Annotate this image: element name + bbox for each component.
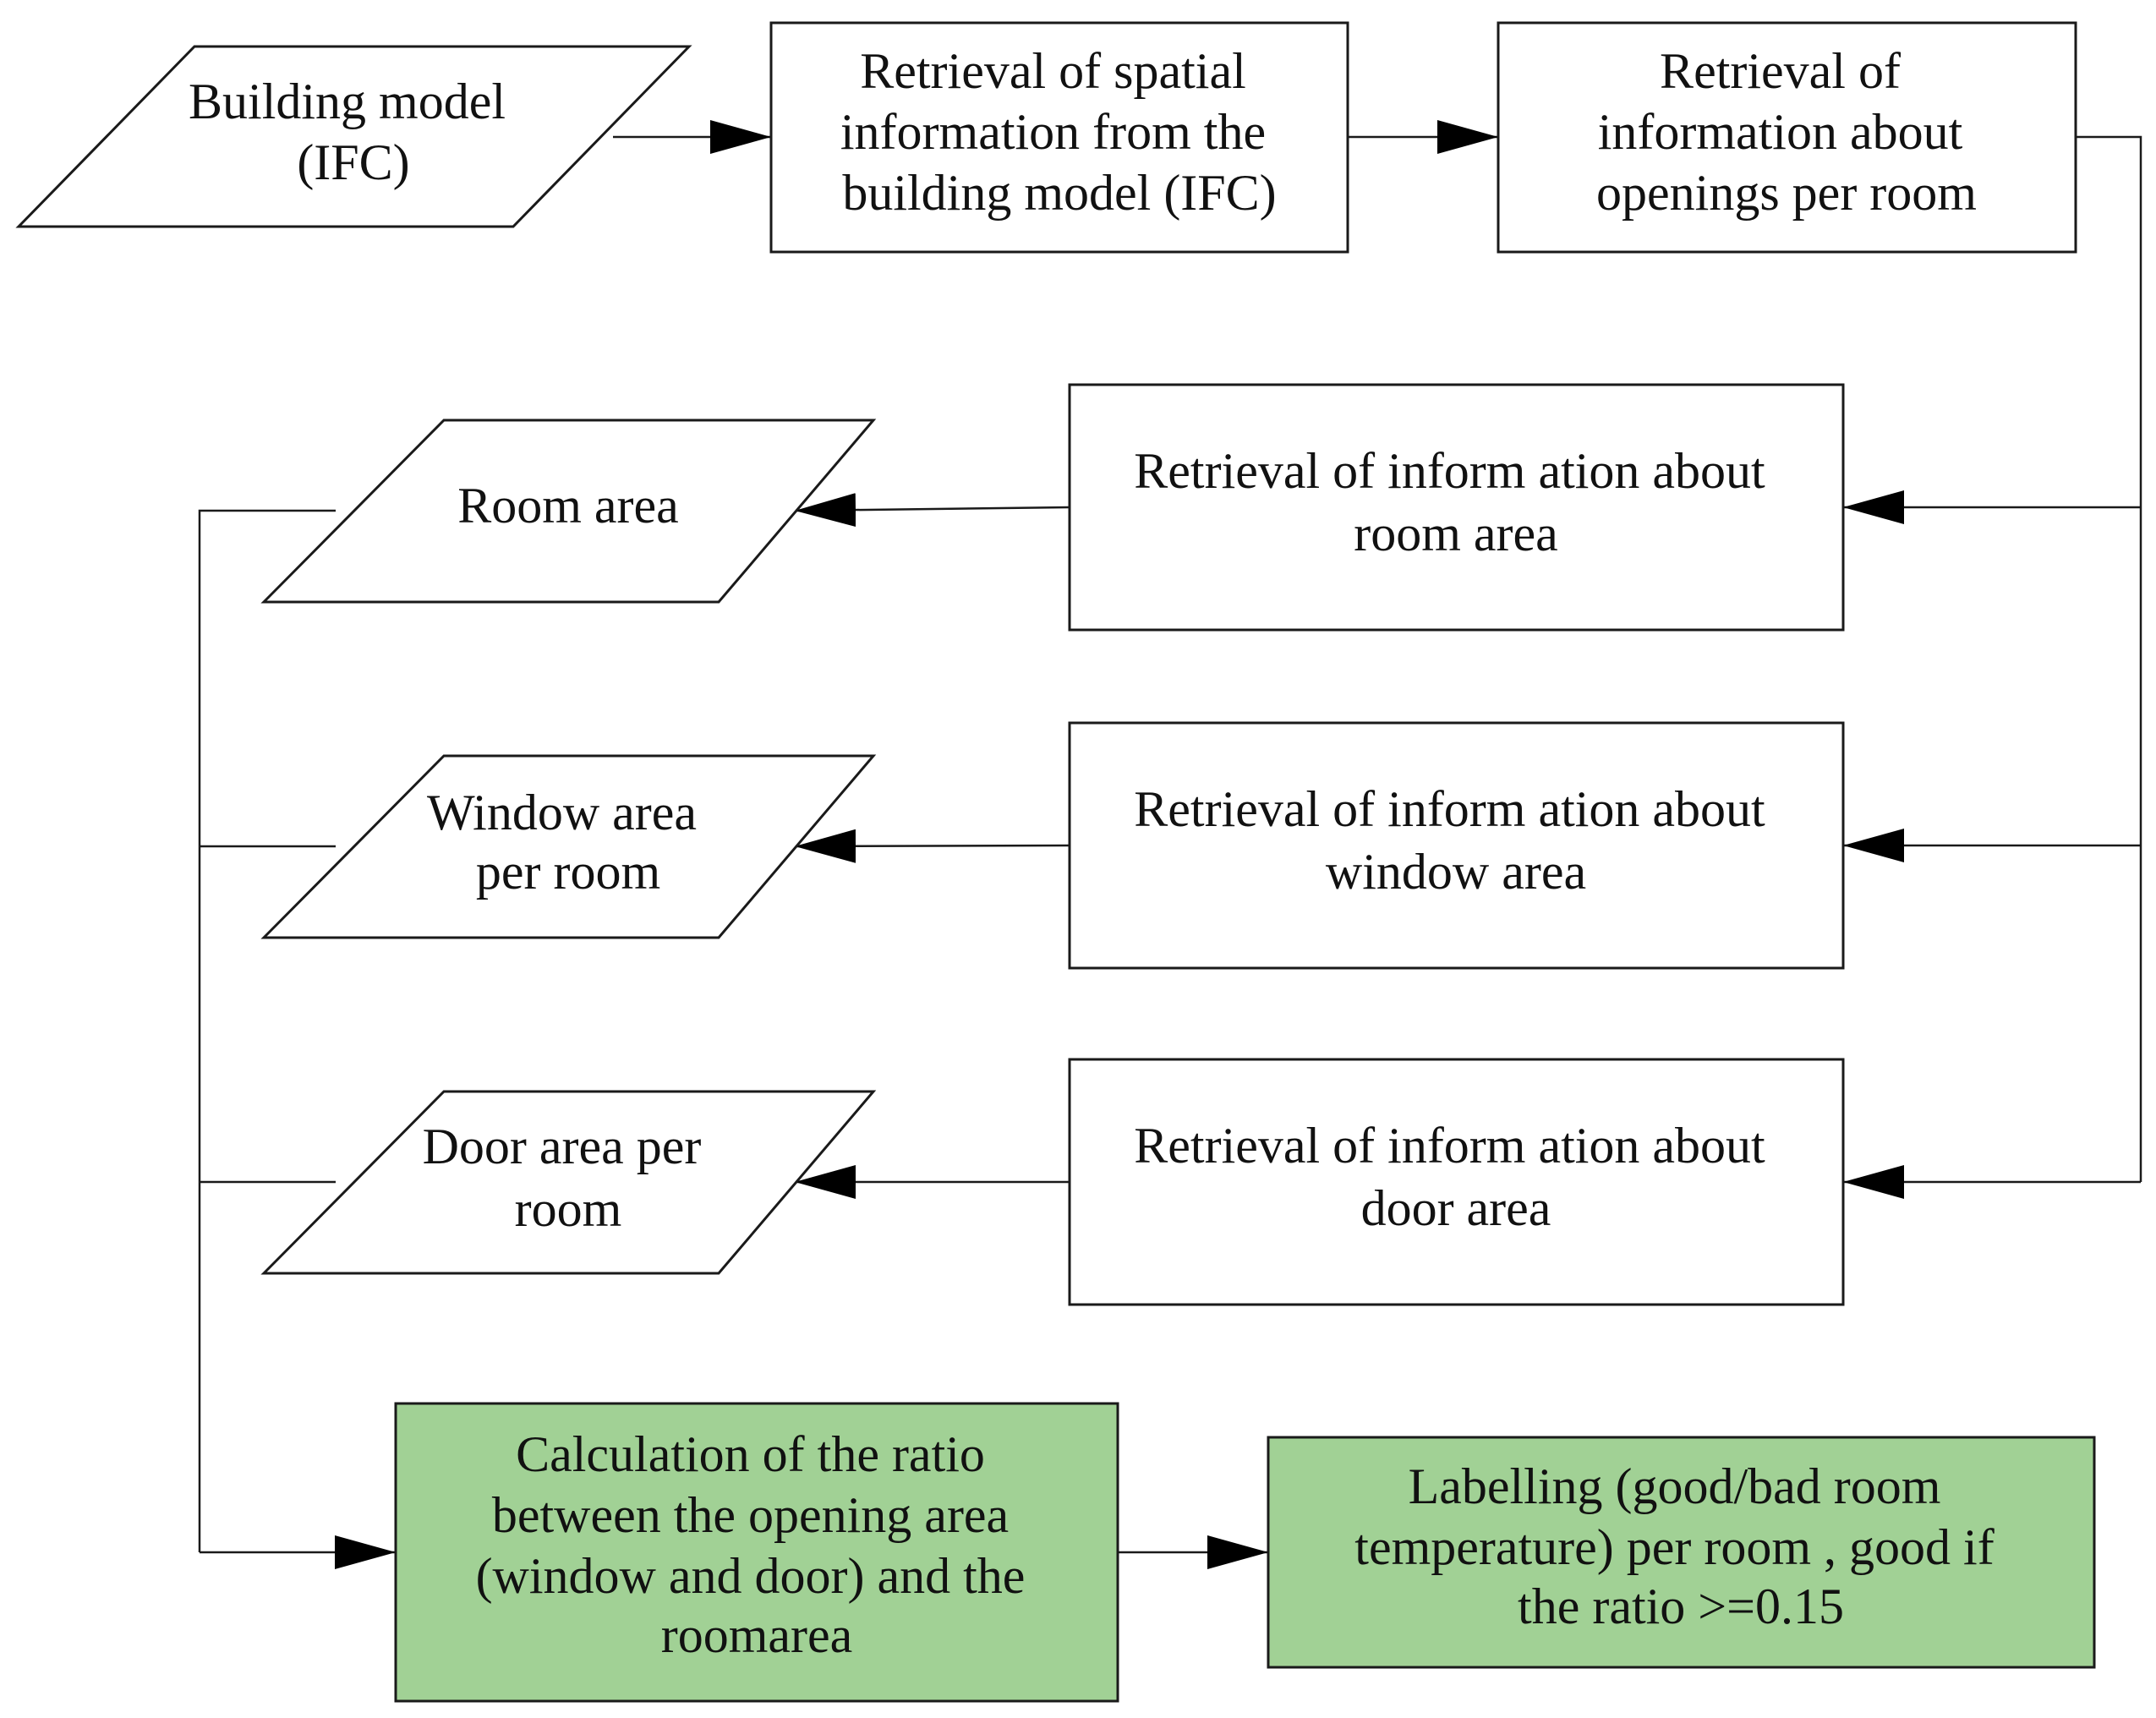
arrow-retrieval-window-area-to-window-area <box>794 829 1070 863</box>
retrieval-room-area-label-line: room area <box>1354 506 1558 561</box>
calculation-label-line: Calculation of the ratio <box>516 1426 985 1482</box>
building-model-label-line: (IFC) <box>297 134 409 190</box>
door-area-label-line: room <box>515 1181 622 1237</box>
retrieval-window-area-box <box>1068 721 1845 970</box>
building-model-shape <box>15 45 692 228</box>
retrieval-openings-label-line: information about <box>1598 104 1963 160</box>
door-area-label: Door area per room <box>423 1119 714 1237</box>
retrieval-spatial-label: Retrieval of spatial information from th… <box>840 43 1278 221</box>
retrieval-spatial-box <box>769 21 1349 254</box>
retrieval-openings-label-line: Retrieval of <box>1660 43 1901 99</box>
retrieval-door-area-node: Retrieval of inform ation about door are… <box>1068 1058 1845 1306</box>
door-area-label-line: Door area per <box>423 1119 702 1174</box>
calculation-label-line: between the opening area <box>492 1487 1009 1543</box>
building-model-label: Building model (IFC) <box>189 74 518 190</box>
retrieval-door-area-box <box>1068 1058 1845 1306</box>
door-area-node: Door area per room <box>260 1090 877 1275</box>
window-area-label: Window area per room <box>427 785 709 900</box>
retrieval-window-area-label: Retrieval of inform ation about window a… <box>1134 781 1777 900</box>
retrieval-door-area-label-line: Retrieval of inform ation about <box>1134 1118 1765 1174</box>
building-model-label-line: Building model <box>189 74 506 129</box>
connector-left-bus <box>198 509 336 1552</box>
retrieval-openings-label: Retrieval of information about openings … <box>1596 43 1977 221</box>
calculation-box <box>394 1402 1119 1703</box>
calculation-node: Calculation of the ratio between the ope… <box>394 1402 1119 1703</box>
arrow-retrieval-room-area-to-room-area <box>794 493 1070 528</box>
calculation-label-line: roomarea <box>661 1607 853 1663</box>
labelling-label-line: the ratio >=0.15 <box>1518 1578 1844 1634</box>
building-model-node: Building model (IFC) <box>15 45 692 228</box>
connector-openings-down-right <box>2076 135 2142 1182</box>
room-area-shape <box>260 419 877 604</box>
retrieval-spatial-label-line: building model (IFC) <box>842 165 1276 221</box>
labelling-label-line: temperature) per room , good if <box>1354 1519 1994 1575</box>
door-area-shape <box>260 1090 877 1275</box>
room-area-label-line: Room area <box>457 478 679 533</box>
labelling-label: Labelling (good/bad room temperature) pe… <box>1354 1458 2006 1634</box>
labelling-label-line: Labelling (good/bad room <box>1409 1458 1941 1514</box>
retrieval-door-area-label-line: door area <box>1361 1180 1551 1236</box>
retrieval-room-area-box <box>1068 383 1845 632</box>
labelling-box <box>1267 1436 2096 1669</box>
retrieval-room-area-node: Retrieval of inform ation about room are… <box>1068 383 1845 632</box>
window-area-label-line: Window area <box>427 785 697 840</box>
retrieval-window-area-label-line: Retrieval of inform ation about <box>1134 781 1765 837</box>
retrieval-room-area-label: Retrieval of inform ation about room are… <box>1134 443 1777 561</box>
retrieval-openings-node: Retrieval of information about openings … <box>1497 21 2077 254</box>
window-area-shape <box>260 754 877 939</box>
room-area-node: Room area <box>260 419 877 604</box>
retrieval-spatial-label-line: information from the <box>840 104 1266 160</box>
retrieval-openings-label-line: openings per room <box>1596 165 1977 221</box>
retrieval-spatial-node: Retrieval of spatial information from th… <box>769 21 1349 254</box>
retrieval-room-area-label-line: Retrieval of inform ation about <box>1134 443 1765 499</box>
retrieval-window-area-node: Retrieval of inform ation about window a… <box>1068 721 1845 970</box>
labelling-node: Labelling (good/bad room temperature) pe… <box>1267 1436 2096 1669</box>
connectors <box>198 120 2142 1569</box>
retrieval-window-area-label-line: window area <box>1326 844 1586 900</box>
room-area-label: Room area <box>457 478 679 533</box>
window-area-label-line: per room <box>476 844 660 900</box>
calculation-label: Calculation of the ratio between the ope… <box>476 1426 1038 1663</box>
window-area-node: Window area per room <box>260 754 877 939</box>
calculation-label-line: (window and door) and the <box>476 1548 1026 1604</box>
retrieval-door-area-label: Retrieval of inform ation about door are… <box>1134 1118 1777 1236</box>
retrieval-openings-box <box>1497 21 2077 254</box>
retrieval-spatial-label-line: Retrieval of spatial <box>860 43 1246 99</box>
